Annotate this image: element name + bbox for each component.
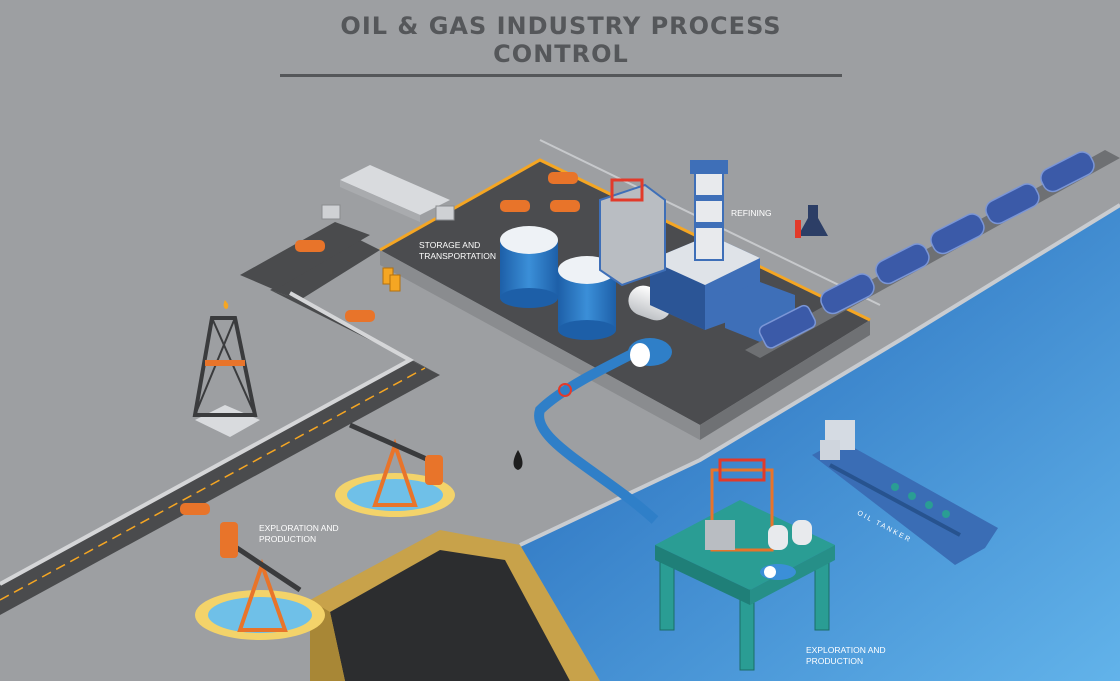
- page-title: OIL & GAS INDUSTRY PROCESS CONTROL: [280, 12, 842, 77]
- mine-pit: [310, 530, 600, 681]
- truck: [548, 172, 578, 184]
- exploration-sea-line-1: EXPLORATION AND: [806, 645, 886, 655]
- exploration-production-land-label: EXPLORATION AND PRODUCTION: [259, 523, 339, 545]
- exploration-land-line-1: EXPLORATION AND: [259, 523, 339, 533]
- truck: [550, 200, 580, 212]
- exploration-land-line-2: PRODUCTION: [259, 534, 317, 544]
- drilling-derrick: [192, 300, 260, 437]
- storage-label-line-1: STORAGE AND: [419, 240, 481, 250]
- pipeline: [513, 338, 672, 524]
- oil-tanker: [812, 420, 998, 565]
- truck: [345, 310, 375, 322]
- train: [745, 150, 1120, 358]
- pumpjack-2: [195, 522, 325, 640]
- helipad-icon: [764, 566, 776, 578]
- truck: [500, 200, 530, 212]
- exploration-sea-line-2: PRODUCTION: [806, 656, 864, 666]
- refining-label: REFINING: [731, 208, 772, 219]
- truck: [295, 240, 325, 252]
- flask-icon: [795, 205, 828, 238]
- trucks: [180, 172, 580, 515]
- storage-tanks: [500, 226, 672, 340]
- truck: [180, 503, 210, 515]
- road: [0, 222, 440, 615]
- gas-station: [321, 165, 455, 222]
- storage-transportation-label: STORAGE AND TRANSPORTATION: [419, 240, 496, 262]
- storage-label-line-2: TRANSPORTATION: [419, 251, 496, 261]
- refining-label-line-1: REFINING: [731, 208, 772, 218]
- offshore-platform: [655, 458, 835, 671]
- oil-drop-icon: [513, 450, 523, 470]
- exploration-production-sea-label: EXPLORATION AND PRODUCTION: [806, 645, 886, 667]
- barrels: [382, 267, 401, 292]
- pumpjack-1: [335, 422, 455, 517]
